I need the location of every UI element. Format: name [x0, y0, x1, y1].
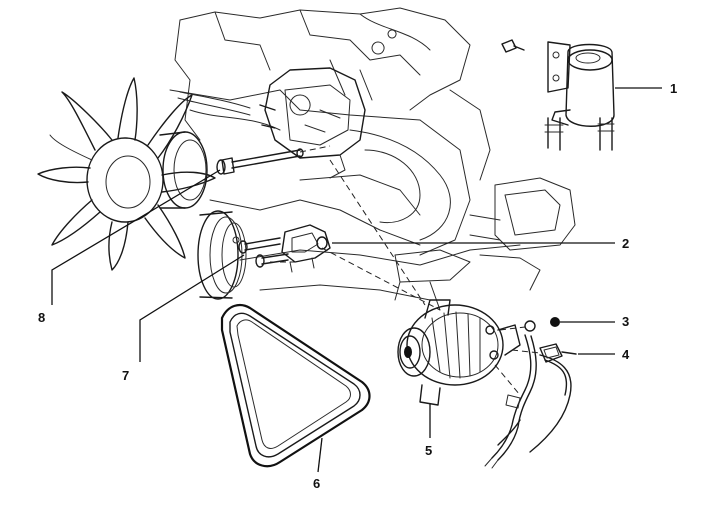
crankshaft-pulley [197, 210, 247, 300]
power-steering-pump [259, 67, 366, 179]
reservoir-bolt [501, 39, 525, 53]
alternator-mount-line [329, 159, 426, 306]
callout-5: 5 [425, 443, 432, 458]
leader-7 [139, 254, 245, 362]
terminal-nut [524, 317, 560, 332]
alternator [397, 299, 521, 406]
harness-line [494, 364, 521, 396]
callout-8: 8 [38, 310, 45, 325]
alternator-adjust-line [321, 247, 441, 311]
callout-7: 7 [122, 368, 129, 383]
fan-pulley [159, 131, 208, 209]
adjusting-bracket [281, 224, 331, 273]
drive-belt [220, 303, 371, 468]
engine-block [169, 7, 576, 311]
hose-upper-inner [177, 97, 251, 116]
callout-6: 6 [313, 476, 320, 491]
callout-1: 1 [670, 81, 677, 96]
long-bolt [216, 148, 304, 175]
callout-2: 2 [622, 236, 629, 251]
connector-line [511, 349, 541, 354]
terminal-line [499, 326, 526, 331]
callout-4: 4 [622, 347, 630, 362]
power-steering-reservoir [544, 41, 615, 151]
hose-upper [179, 91, 251, 109]
connector-plug [539, 343, 577, 363]
leader-6 [317, 437, 323, 473]
callout-3: 3 [622, 314, 629, 329]
cooling-fan [37, 77, 216, 271]
bolt-alignment-line [299, 145, 331, 153]
leader-8 [51, 169, 221, 305]
